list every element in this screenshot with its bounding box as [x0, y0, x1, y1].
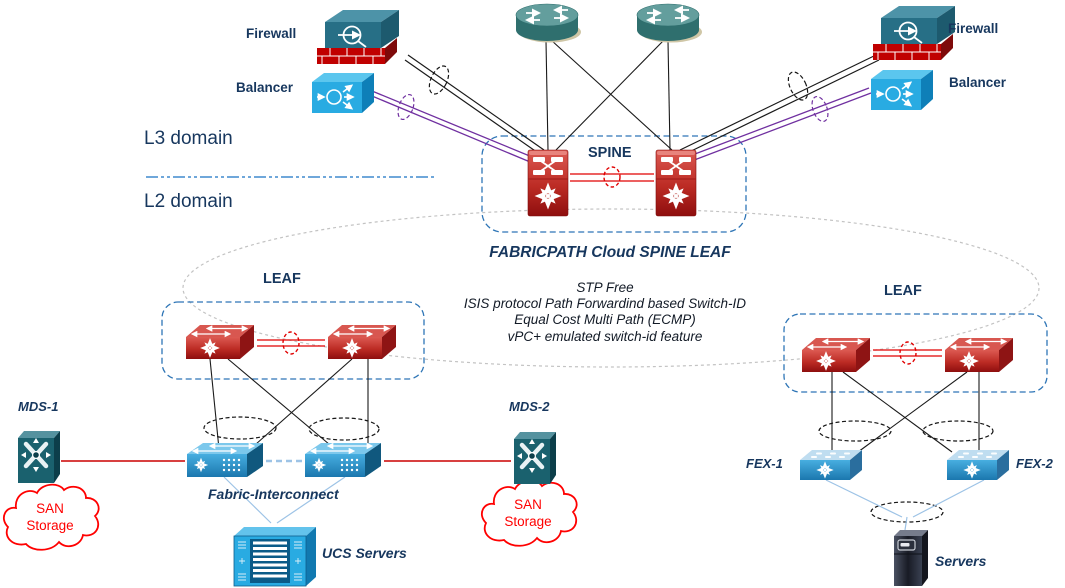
fex-icon-2 [947, 450, 1009, 480]
cloud-feature-line: Equal Cost Multi Path (ECMP) [514, 312, 696, 328]
mds-switch-icon-2 [514, 432, 556, 484]
leaf-fex-links [831, 371, 980, 453]
leaf-right-group-box [783, 313, 1048, 393]
fabricpath-cloud-ellipse [182, 208, 1040, 368]
san-line1: SAN [514, 497, 542, 512]
vpc-peer-ellipses [282, 166, 917, 365]
firewall-icon-right [873, 6, 955, 60]
san-storage-cloud-2 [481, 479, 578, 547]
spine-switch-icon-2 [655, 149, 697, 217]
leaf-switch-icon-r2 [945, 338, 1013, 372]
l3-domain-label: L3 domain [144, 128, 233, 149]
router-icon-2 [636, 3, 702, 43]
port-channel-ellipses [203, 416, 994, 523]
group-boxes [161, 135, 1048, 393]
san-storage-text-2: SAN Storage [486, 496, 570, 530]
firewall-left-label: Firewall [246, 26, 297, 41]
l2-domain-label: L2 domain [144, 191, 233, 212]
firewall-links [404, 54, 880, 156]
vpc-peer-links [257, 173, 942, 357]
fabricpath-cloud-features: STP Free ISIS protocol Path Forwardind b… [365, 280, 845, 345]
servers-label: Servers [935, 553, 987, 569]
ucs-servers-label: UCS Servers [322, 545, 407, 561]
cloud-feature-line: vPC+ emulated switch-id feature [507, 328, 703, 344]
fex1-label: FEX-1 [746, 456, 783, 471]
fabricpath-cloud-title: FABRICPATH Cloud SPINE LEAF [489, 244, 731, 261]
fabric-interconnect-icon-1 [187, 442, 263, 477]
spine-switch-icon-1 [527, 149, 569, 217]
balancer-icon-right [871, 70, 933, 110]
fabric-interconnect-label: Fabric-Interconnect [208, 486, 339, 502]
fex-icon-1 [800, 450, 862, 480]
balancer-right-label: Balancer [949, 75, 1007, 90]
leaf-switch-icon-l1 [186, 325, 254, 359]
mds1-label: MDS-1 [18, 399, 59, 414]
leaf-switch-icon-r1 [802, 338, 870, 372]
leaf-fi-links [209, 358, 369, 453]
spine-group-label: SPINE [588, 145, 632, 161]
leaf-right-group-label: LEAF [884, 283, 922, 299]
leaf-switch-icon-l2 [328, 325, 396, 359]
server-tower-icon [894, 530, 928, 586]
mds-switch-icon-1 [18, 431, 60, 483]
server-links [223, 476, 985, 531]
san-storage-cloud-1 [3, 483, 100, 551]
cloud-feature-line: ISIS protocol Path Forwardind based Swit… [463, 296, 747, 312]
balancer-icon-left [312, 73, 374, 113]
fabric-interconnect-icon-2 [305, 442, 381, 477]
leaf-left-group-label: LEAF [263, 271, 301, 287]
san-line2: Storage [26, 518, 74, 533]
ucs-chassis-icon [233, 527, 316, 587]
firewall-right-label: Firewall [948, 21, 999, 36]
leaf-left-group-box [161, 301, 425, 380]
fex2-label: FEX-2 [1016, 456, 1053, 471]
firewall-icon-left [317, 10, 399, 64]
san-line2: Storage [504, 514, 552, 529]
router-icon-1 [515, 3, 581, 43]
san-storage-text-1: SAN Storage [8, 500, 92, 534]
san-line1: SAN [36, 501, 64, 516]
router-spine-links [545, 39, 673, 151]
balancer-left-label: Balancer [236, 80, 294, 95]
mds2-label: MDS-2 [509, 399, 550, 414]
cloud-feature-line: STP Free [576, 280, 634, 295]
